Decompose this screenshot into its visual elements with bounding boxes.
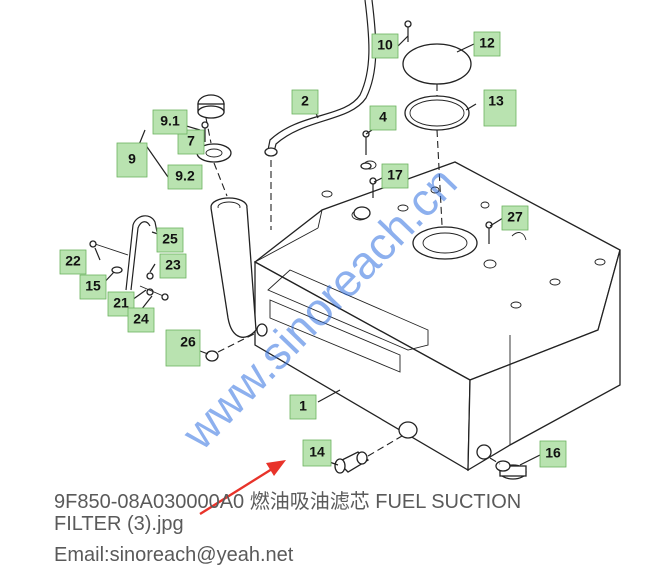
svg-text:9.1: 9.1: [160, 113, 180, 129]
svg-text:9.2: 9.2: [175, 168, 195, 184]
part-tag-10: 10: [371, 33, 399, 59]
svg-text:25: 25: [162, 231, 178, 247]
caption-line-1: 9F850-08A030000A0 燃油吸油滤芯 FUEL SUCTION: [54, 491, 522, 513]
svg-text:9: 9: [128, 151, 136, 167]
highlight-arrow: [199, 460, 286, 516]
part-tag-27: 27: [501, 205, 529, 231]
fuel-tank: [253, 160, 621, 472]
filler-assembly: [196, 94, 257, 338]
svg-text:4: 4: [379, 109, 387, 125]
part-tag-13: 13: [483, 89, 517, 127]
part-tag-14: 14: [302, 439, 332, 467]
svg-text:26: 26: [180, 334, 196, 350]
svg-text:1: 1: [299, 398, 307, 414]
part-tag-24: 24: [127, 307, 155, 333]
part-tag-9-1: 9.1: [152, 109, 188, 135]
part-tag-21: 21: [107, 291, 135, 317]
svg-text:16: 16: [545, 445, 561, 461]
svg-text:21: 21: [113, 295, 129, 311]
svg-text:22: 22: [65, 253, 81, 269]
part-tag-17: 17: [381, 163, 409, 189]
svg-text:2: 2: [301, 93, 309, 109]
part-tag-22: 22: [59, 249, 87, 275]
svg-text:17: 17: [387, 167, 403, 183]
part-tag-9: 9: [116, 142, 148, 178]
svg-text:12: 12: [479, 35, 495, 51]
svg-text:13: 13: [488, 93, 504, 109]
svg-text:24: 24: [133, 311, 149, 327]
caption-line-2: FILTER (3).jpg: [54, 513, 184, 535]
gasket-ring: [404, 95, 470, 131]
part-tag-25: 25: [156, 227, 184, 253]
part-tag-2: 2: [291, 89, 319, 115]
svg-text:15: 15: [85, 278, 101, 294]
svg-text:23: 23: [165, 257, 181, 273]
svg-text:14: 14: [309, 444, 325, 460]
part-tag-1: 1: [289, 394, 317, 420]
svg-text:10: 10: [377, 37, 393, 53]
svg-text:7: 7: [187, 133, 195, 149]
part-tag-4: 4: [369, 105, 397, 131]
fuel-suction-filter: [334, 435, 403, 474]
drain-plug: [489, 457, 527, 480]
part-tag-16: 16: [539, 440, 567, 468]
strap-bracket: [89, 215, 169, 301]
part-tag-23: 23: [159, 253, 187, 279]
caption-email: Email:sinoreach@yeah.net: [54, 544, 294, 566]
part-tag-9-2: 9.2: [167, 164, 203, 190]
svg-text:27: 27: [507, 209, 523, 225]
part-tag-12: 12: [473, 31, 501, 57]
part-tag-15: 15: [79, 274, 107, 300]
fuel-pipe: [267, 0, 370, 151]
part-tag-26: 26: [165, 329, 201, 367]
